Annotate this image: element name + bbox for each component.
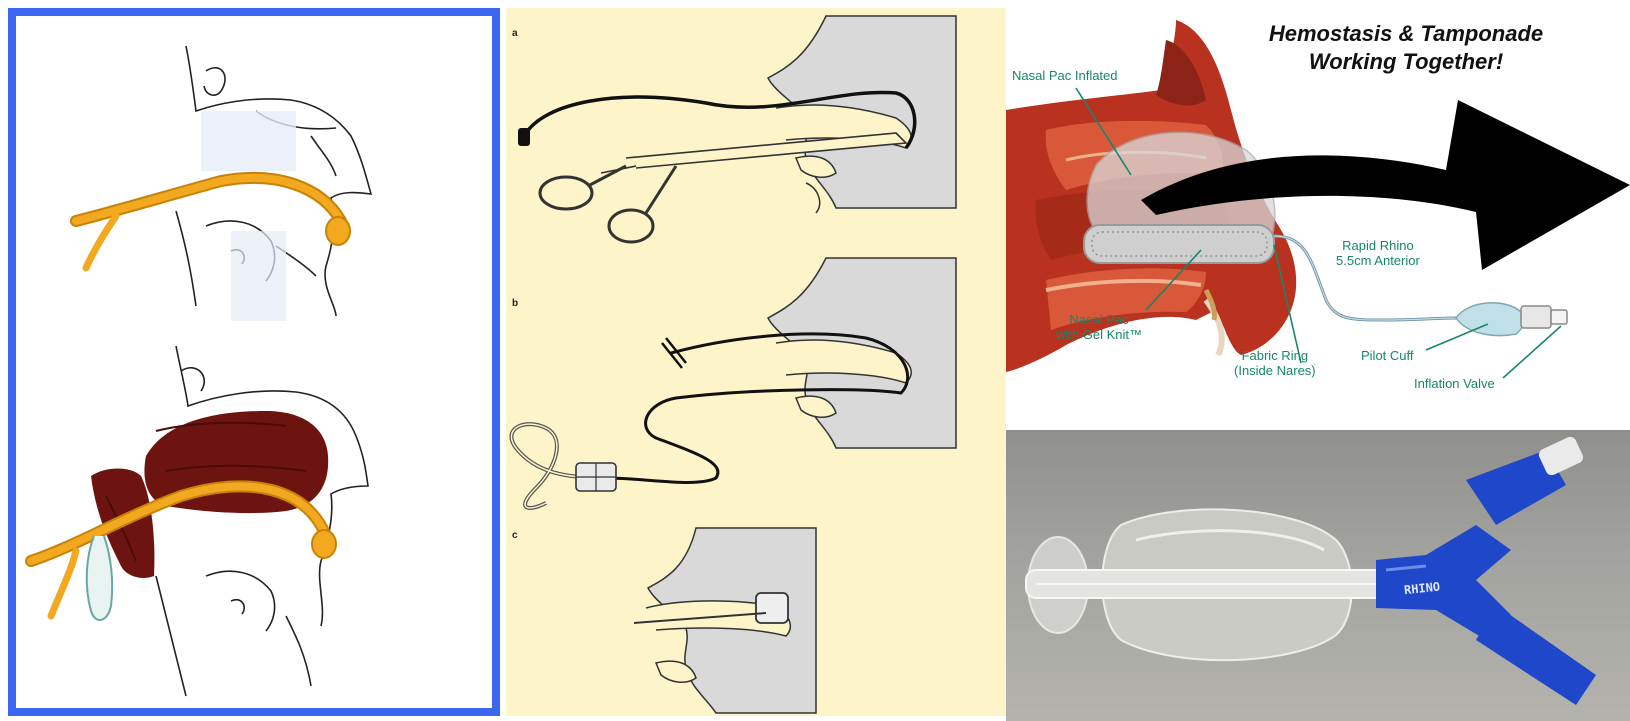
rapid-rhino-diagram: Hemostasis & Tamponade Working Together!… bbox=[1006, 0, 1630, 430]
step-c-head bbox=[634, 528, 816, 713]
pilot-cuff-shape bbox=[1456, 303, 1524, 336]
device-photo: RHINO bbox=[1006, 430, 1630, 721]
label-nasal-pac-inflated: Nasal Pac Inflated bbox=[1012, 68, 1118, 83]
step-a-head bbox=[768, 16, 956, 213]
label-rapid-rhino-line1: Rapid Rhino bbox=[1336, 238, 1420, 253]
posterior-packing-svg bbox=[16, 16, 492, 708]
sinus-shading-top bbox=[201, 111, 296, 171]
title-line-2: Working Together! bbox=[1226, 48, 1586, 76]
label-rapid-rhino-line2: 5.5cm Anterior bbox=[1336, 253, 1420, 268]
blue-y-connector bbox=[1376, 435, 1596, 705]
step-c-pack bbox=[756, 593, 788, 623]
pharynx-shading-top bbox=[231, 231, 286, 321]
label-fabric-ring: Fabric Ring (Inside Nares) bbox=[1234, 348, 1316, 378]
head-outline-bottom bbox=[156, 346, 368, 696]
insertion-steps-illustration: a b c bbox=[506, 8, 1006, 716]
insertion-steps-svg bbox=[506, 8, 1006, 716]
step-b-head bbox=[768, 258, 956, 448]
title-line-1: Hemostasis & Tamponade bbox=[1226, 20, 1586, 48]
diagram-title: Hemostasis & Tamponade Working Together! bbox=[1226, 20, 1586, 76]
device-photo-svg: RHINO bbox=[1006, 430, 1630, 721]
anterior-bolster bbox=[87, 536, 112, 620]
label-fabric-ring-line1: Fabric Ring bbox=[1234, 348, 1316, 363]
balloon-catheter bbox=[1026, 509, 1386, 660]
gel-knit-pac bbox=[1084, 225, 1274, 263]
step-label-c: c bbox=[512, 530, 518, 541]
label-nasal-pac-gel-knit: Nasal Pac with Gel Knit™ bbox=[1056, 312, 1142, 342]
label-fabric-ring-line2: (Inside Nares) bbox=[1234, 363, 1316, 378]
step-label-a: a bbox=[512, 28, 518, 39]
posterior-packing-illustration bbox=[8, 8, 500, 716]
label-inflation-valve: Inflation Valve bbox=[1414, 376, 1495, 391]
label-pilot-cuff: Pilot Cuff bbox=[1361, 348, 1414, 363]
label-rapid-rhino: Rapid Rhino 5.5cm Anterior bbox=[1336, 238, 1420, 268]
step-label-b: b bbox=[512, 298, 518, 309]
label-nasal-pac-line2: with Gel Knit™ bbox=[1056, 327, 1142, 342]
label-nasal-pac-line1: Nasal Pac bbox=[1056, 312, 1142, 327]
inflation-valve-shape bbox=[1521, 306, 1551, 328]
